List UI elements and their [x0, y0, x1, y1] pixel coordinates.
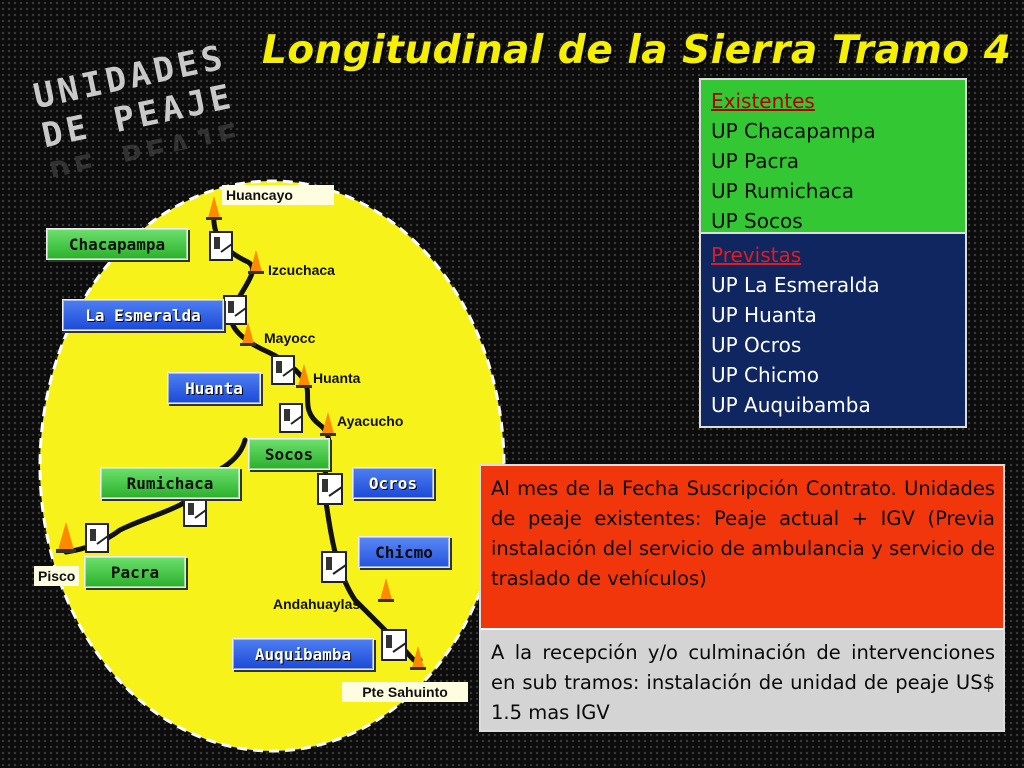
traffic-cone-icon — [410, 646, 426, 670]
toll-badge-pacra: Pacra — [84, 556, 186, 588]
traffic-cone-icon — [248, 250, 264, 274]
toll-booth-icon — [321, 551, 347, 583]
city-label-izcuchaca: Izcuchaca — [268, 262, 335, 278]
traffic-cone-icon — [206, 196, 222, 220]
planned-unit-item: UP Huanta — [711, 303, 817, 327]
toll-badge-chicmo: Chicmo — [358, 536, 450, 568]
toll-badge-auquibamba: Auquibamba — [232, 638, 374, 670]
existing-units-heading: Existentes — [711, 89, 815, 113]
toll-booth-icon — [183, 497, 207, 527]
traffic-cone-icon — [378, 578, 394, 602]
planned-units-panel: Previstas UP La Esmeralda UP Huanta UP O… — [701, 232, 965, 426]
planned-units-heading: Previstas — [711, 243, 802, 267]
planned-unit-item: UP Chicmo — [711, 363, 819, 387]
traffic-cone-icon — [240, 322, 256, 346]
main-route-line — [211, 209, 423, 664]
planned-unit-item: UP Ocros — [711, 333, 802, 357]
toll-badge-la-esmeralda: La Esmeralda — [62, 299, 224, 331]
existing-unit-item: UP Chacapampa — [711, 119, 876, 143]
existing-unit-item: UP Pacra — [711, 149, 799, 173]
traffic-cone-icon — [56, 522, 76, 553]
existing-unit-item: UP Socos — [711, 209, 803, 233]
traffic-cone-icon — [320, 412, 336, 436]
tariff-info-existing-text: Al mes de la Fecha Suscripción Contrato.… — [491, 477, 995, 590]
city-label-pte-sahuinto: Pte Sahuinto — [342, 682, 468, 702]
existing-units-panel: Existentes UP Chacapampa UP Pacra UP Rum… — [701, 80, 965, 233]
toll-badge-rumichaca: Rumichaca — [100, 467, 240, 499]
city-label-pisco: Pisco — [34, 566, 80, 586]
toll-booth-icon — [271, 355, 295, 385]
toll-booth-icon — [223, 295, 247, 325]
tariff-info-box: Al mes de la Fecha Suscripción Contrato.… — [479, 464, 1005, 732]
toll-booth-icon — [209, 231, 233, 261]
toll-booth-icon — [279, 403, 303, 433]
toll-badge-huanta: Huanta — [167, 372, 261, 404]
city-label-mayocc: Mayocc — [264, 330, 316, 346]
tariff-info-existing: Al mes de la Fecha Suscripción Contrato.… — [481, 466, 1003, 628]
city-label-ayacucho: Ayacucho — [337, 413, 404, 429]
toll-units-table: Existentes UP Chacapampa UP Pacra UP Rum… — [699, 78, 967, 428]
existing-unit-item: UP Rumichaca — [711, 179, 854, 203]
city-label-andahuaylas: Andahuaylas — [273, 596, 361, 612]
planned-unit-item: UP Auquibamba — [711, 393, 871, 417]
traffic-cone-icon — [296, 364, 312, 388]
page-title: Longitudinal de la Sierra Tramo 4 — [262, 28, 1012, 73]
city-label-huanta: Huanta — [313, 370, 361, 386]
toll-booth-icon — [85, 523, 109, 553]
toll-booth-icon — [317, 473, 343, 505]
planned-unit-item: UP La Esmeralda — [711, 273, 880, 297]
toll-badge-socos: Socos — [248, 438, 330, 470]
toll-badge-chacapampa: Chacapampa — [46, 228, 188, 260]
toll-badge-ocros: Ocros — [352, 467, 434, 499]
tariff-info-new: A la recepción y/o culminación de interv… — [481, 628, 1003, 730]
city-label-huancayo: Huancayo — [222, 185, 334, 205]
toll-booth-icon — [381, 629, 407, 661]
tariff-info-new-text: A la recepción y/o culminación de interv… — [491, 641, 995, 724]
